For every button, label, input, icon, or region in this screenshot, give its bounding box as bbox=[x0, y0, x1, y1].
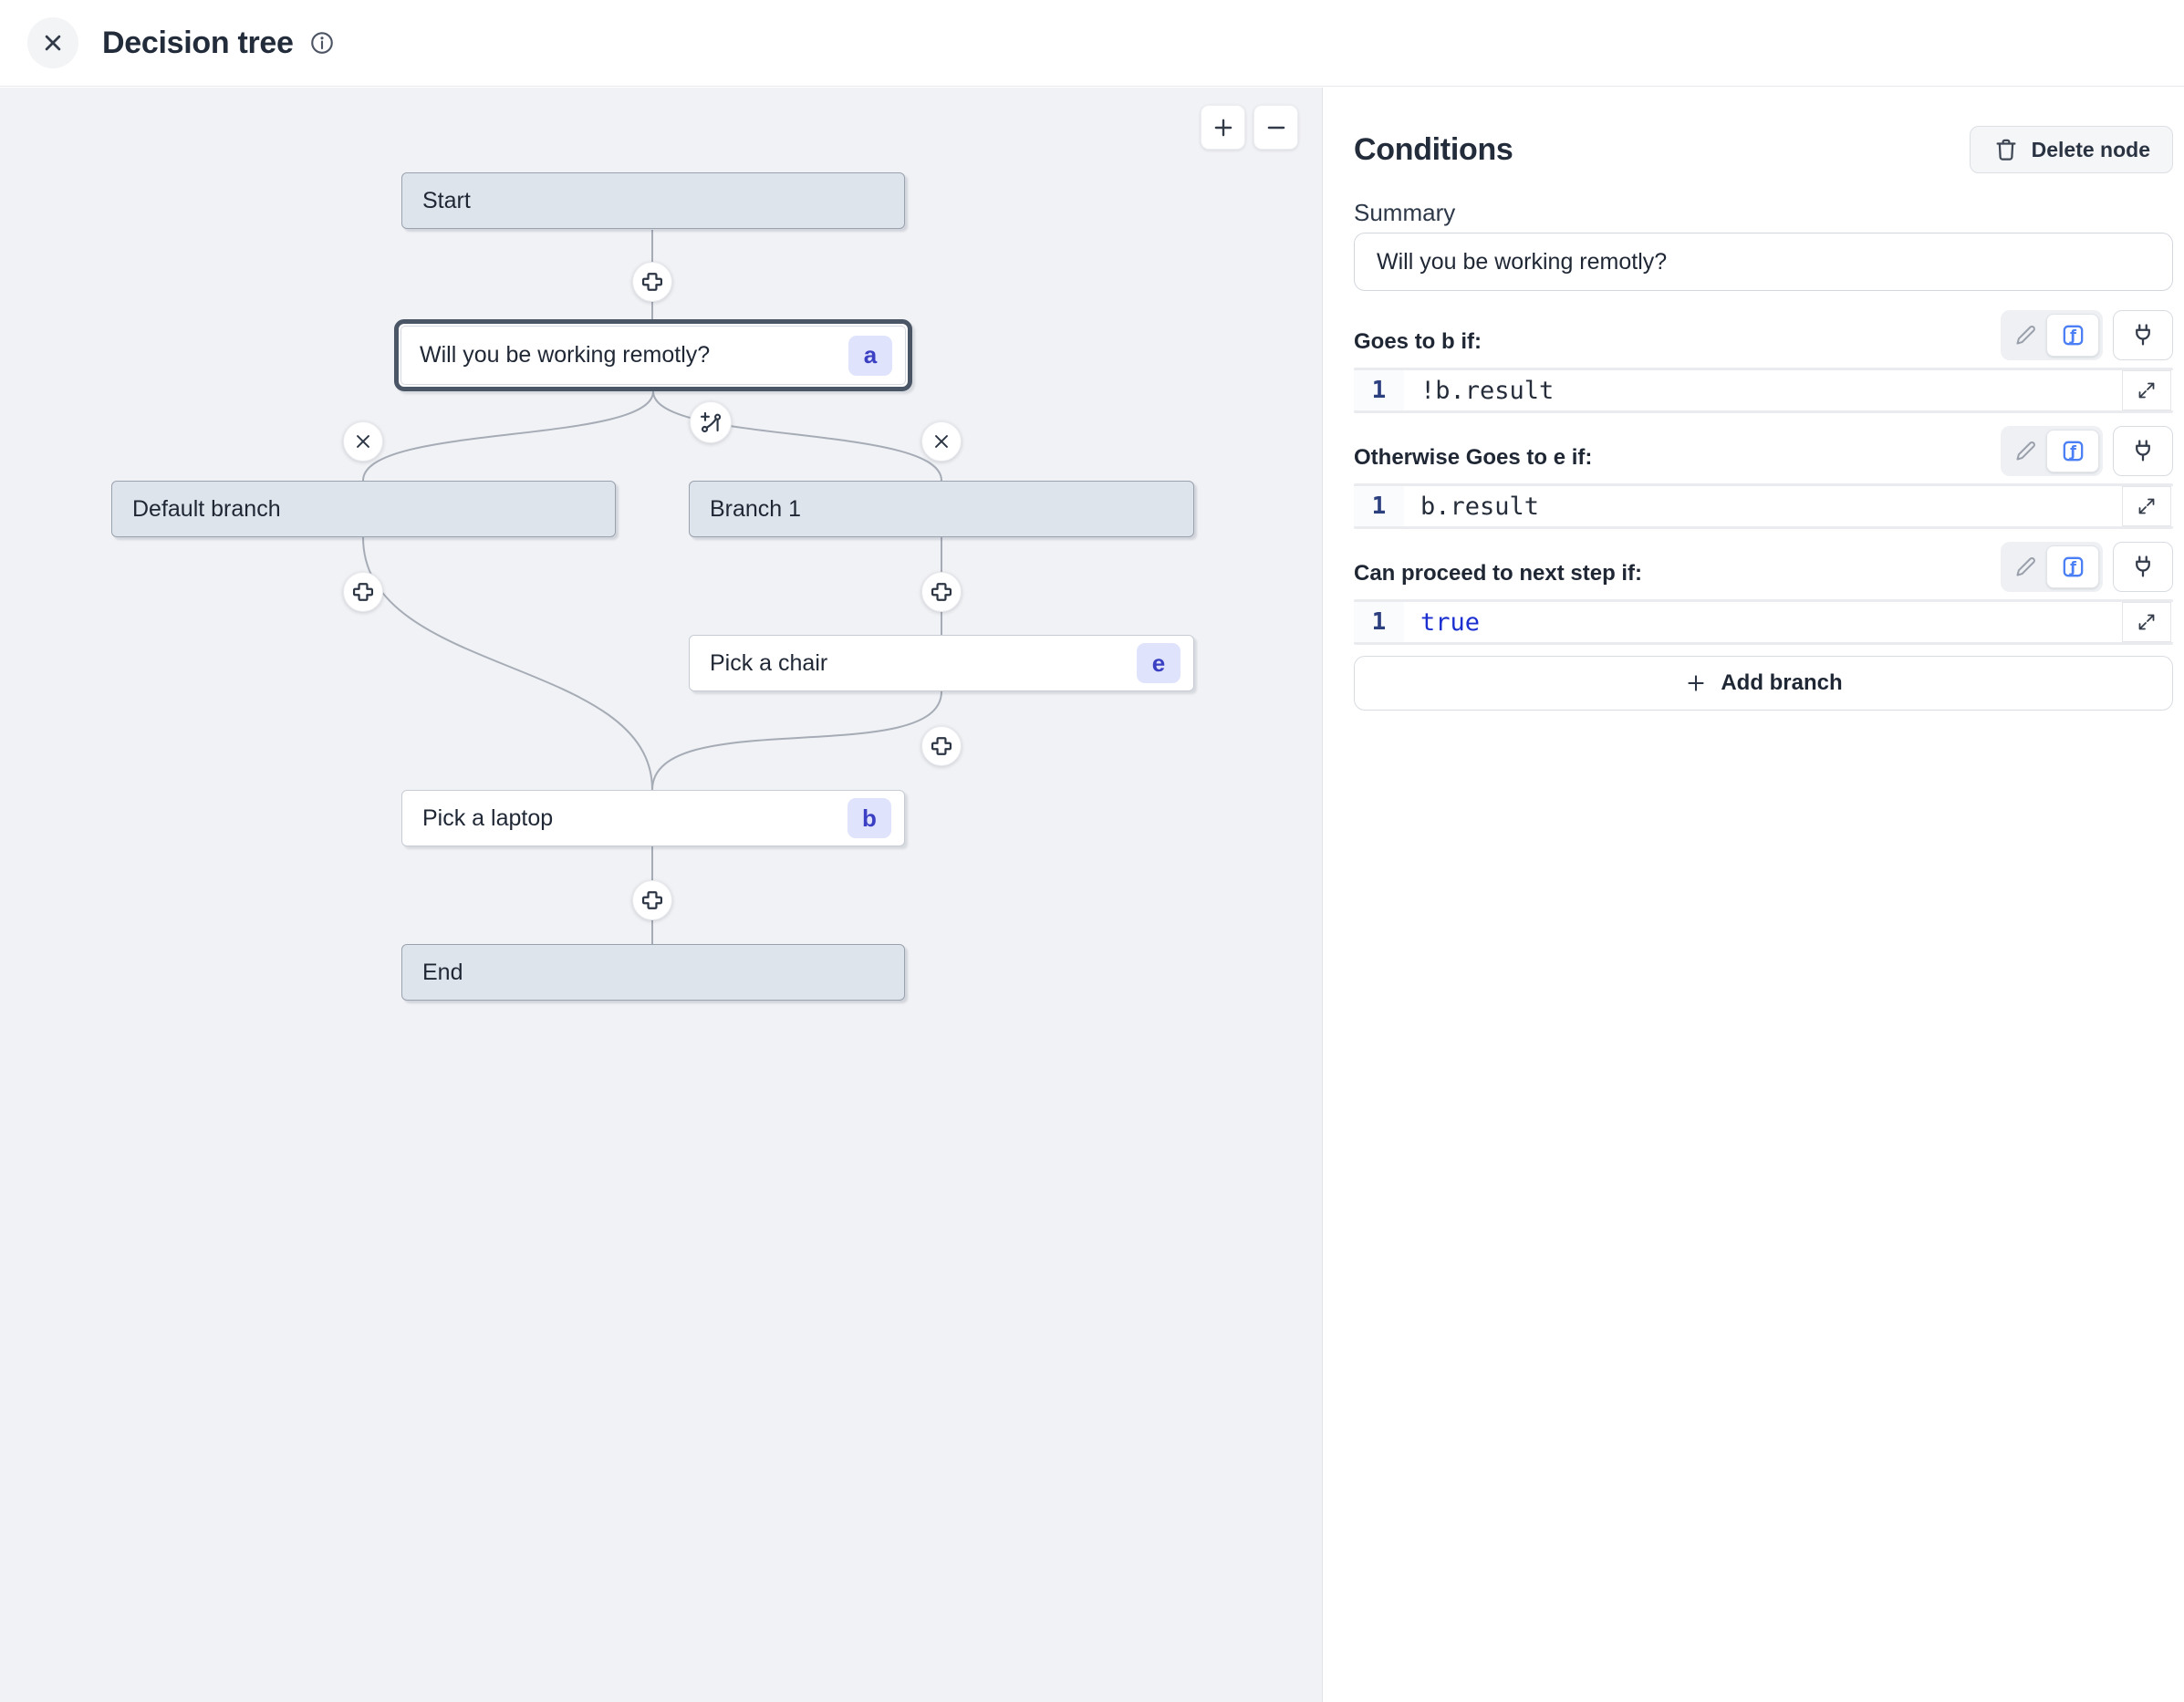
connect-data-button[interactable] bbox=[2113, 310, 2173, 360]
pencil-icon bbox=[2013, 439, 2038, 463]
code-input[interactable]: true bbox=[1404, 602, 2173, 642]
text-mode-button[interactable] bbox=[2004, 439, 2046, 463]
add-branch-icon bbox=[699, 410, 723, 435]
node-question-selected[interactable]: Will you be working remotly? a bbox=[394, 319, 912, 391]
add-node-button[interactable] bbox=[921, 572, 962, 612]
condition-row: Otherwise Goes to e if: ƒ 1 b.result bbox=[1354, 426, 2173, 529]
node-label: Default branch bbox=[132, 495, 281, 522]
add-branch-node-button[interactable] bbox=[690, 401, 732, 443]
zoom-out-button[interactable] bbox=[1253, 105, 1298, 150]
node-label: Pick a laptop bbox=[422, 804, 554, 831]
zoom-in-button[interactable] bbox=[1201, 105, 1245, 150]
code-input[interactable]: !b.result bbox=[1404, 370, 2173, 410]
remove-branch-button[interactable] bbox=[343, 421, 383, 462]
node-label: Branch 1 bbox=[710, 495, 802, 522]
node-pick-laptop[interactable]: Pick a laptop b bbox=[401, 790, 905, 846]
delete-node-button[interactable]: Delete node bbox=[1969, 126, 2173, 173]
editor-mode-toggle: ƒ bbox=[2001, 542, 2103, 592]
add-node-button[interactable] bbox=[921, 726, 962, 766]
plus-connector-icon bbox=[640, 269, 665, 295]
expand-editor-button[interactable] bbox=[2122, 370, 2171, 410]
code-input[interactable]: b.result bbox=[1404, 486, 2173, 526]
flow-canvas[interactable]: Start Will you be working remotly? a Def… bbox=[0, 88, 1323, 1702]
node-badge: b bbox=[848, 798, 891, 838]
expand-icon bbox=[2136, 495, 2158, 517]
code-editor: 1 !b.result bbox=[1354, 368, 2173, 413]
header: Decision tree bbox=[0, 0, 2184, 87]
expand-editor-button[interactable] bbox=[2122, 486, 2171, 526]
add-branch-button[interactable]: Add branch bbox=[1354, 656, 2173, 711]
close-icon bbox=[39, 29, 67, 57]
text-mode-button[interactable] bbox=[2004, 323, 2046, 348]
add-node-button[interactable] bbox=[632, 262, 672, 302]
node-end[interactable]: End bbox=[401, 944, 905, 1001]
expand-icon bbox=[2136, 611, 2158, 633]
line-number: 1 bbox=[1354, 486, 1404, 526]
plus-icon bbox=[1684, 671, 1708, 695]
close-button[interactable] bbox=[27, 17, 78, 68]
fx-icon: ƒ bbox=[2060, 438, 2086, 464]
connect-data-button[interactable] bbox=[2113, 542, 2173, 592]
plus-connector-icon bbox=[929, 579, 954, 605]
condition-label: Can proceed to next step if: bbox=[1354, 560, 1643, 586]
add-node-button[interactable] bbox=[343, 572, 383, 612]
conditions-panel: Conditions Delete node Summary Goes to b… bbox=[1324, 88, 2184, 1702]
svg-text:ƒ: ƒ bbox=[2069, 327, 2076, 344]
panel-title: Conditions bbox=[1354, 131, 1513, 167]
node-badge: e bbox=[1137, 643, 1180, 683]
editor-mode-toggle: ƒ bbox=[2001, 426, 2103, 476]
condition-label: Goes to b if: bbox=[1354, 328, 1482, 354]
info-icon[interactable] bbox=[308, 29, 336, 57]
plus-connector-icon bbox=[929, 733, 954, 759]
plug-icon bbox=[2129, 322, 2157, 349]
connect-data-button[interactable] bbox=[2113, 426, 2173, 476]
node-pick-chair[interactable]: Pick a chair e bbox=[689, 635, 1194, 691]
remove-branch-icon bbox=[931, 431, 952, 451]
trash-icon bbox=[1992, 136, 2020, 163]
add-branch-label: Add branch bbox=[1721, 670, 1843, 695]
condition-row: Goes to b if: ƒ 1 !b.result bbox=[1354, 310, 2173, 413]
expand-editor-button[interactable] bbox=[2122, 602, 2171, 642]
plus-connector-icon bbox=[640, 887, 665, 913]
node-label: Start bbox=[422, 187, 471, 213]
code-editor: 1 true bbox=[1354, 599, 2173, 645]
svg-text:ƒ: ƒ bbox=[2069, 442, 2076, 460]
line-number: 1 bbox=[1354, 602, 1404, 642]
node-branch-1[interactable]: Branch 1 bbox=[689, 481, 1194, 537]
fx-icon: ƒ bbox=[2060, 322, 2086, 348]
node-label: Will you be working remotly? bbox=[420, 342, 711, 368]
remove-branch-icon bbox=[353, 431, 373, 451]
zoom-in-icon bbox=[1212, 116, 1235, 140]
add-node-button[interactable] bbox=[632, 880, 672, 920]
fx-mode-button[interactable]: ƒ bbox=[2046, 545, 2099, 588]
text-mode-button[interactable] bbox=[2004, 555, 2046, 579]
delete-node-label: Delete node bbox=[2031, 137, 2150, 161]
pencil-icon bbox=[2013, 555, 2038, 579]
fx-icon: ƒ bbox=[2060, 554, 2086, 580]
summary-label: Summary bbox=[1354, 199, 1456, 226]
line-number: 1 bbox=[1354, 370, 1404, 410]
zoom-out-icon bbox=[1264, 116, 1288, 140]
plus-connector-icon bbox=[350, 579, 376, 605]
plug-icon bbox=[2129, 438, 2157, 465]
fx-mode-button[interactable]: ƒ bbox=[2046, 314, 2099, 357]
node-label: Pick a chair bbox=[710, 649, 828, 676]
node-start[interactable]: Start bbox=[401, 172, 905, 229]
condition-label: Otherwise Goes to e if: bbox=[1354, 444, 1593, 470]
plug-icon bbox=[2129, 554, 2157, 581]
node-default-branch[interactable]: Default branch bbox=[111, 481, 616, 537]
fx-mode-button[interactable]: ƒ bbox=[2046, 430, 2099, 472]
node-badge: a bbox=[848, 335, 892, 376]
code-editor: 1 b.result bbox=[1354, 483, 2173, 529]
remove-branch-button[interactable] bbox=[921, 421, 962, 462]
condition-row: Can proceed to next step if: ƒ 1 true bbox=[1354, 542, 2173, 645]
node-label: End bbox=[422, 959, 463, 985]
page-title: Decision tree bbox=[102, 25, 294, 60]
svg-text:ƒ: ƒ bbox=[2069, 558, 2076, 576]
summary-input[interactable] bbox=[1354, 233, 2173, 291]
zoom-controls bbox=[1201, 105, 1298, 150]
expand-icon bbox=[2136, 379, 2158, 401]
editor-mode-toggle: ƒ bbox=[2001, 310, 2103, 360]
pencil-icon bbox=[2013, 323, 2038, 348]
